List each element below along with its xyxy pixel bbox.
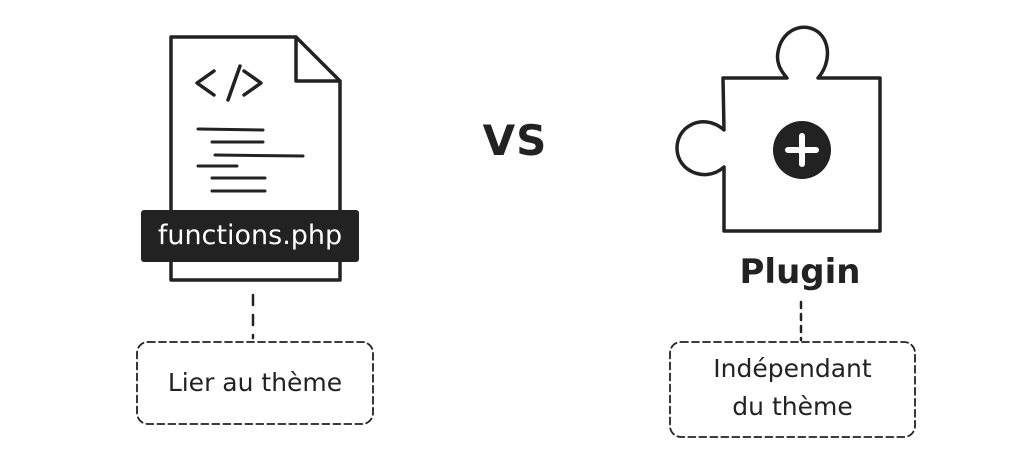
filename-label: functions.php [141, 210, 359, 262]
file-fold [294, 35, 342, 83]
note-box-right [669, 341, 916, 438]
plugin-title: Plugin [739, 252, 861, 292]
code-lines-icon [196, 127, 305, 193]
note-right-line1: Indépendant [713, 354, 872, 383]
code-icon [195, 64, 263, 102]
puzzle-piece-icon [675, 25, 882, 233]
note-left: Lier au thème [167, 368, 343, 397]
note-right: Indépendant du thème [670, 350, 915, 426]
note-right-line2: du thème [732, 392, 853, 421]
versus-label: VS [482, 116, 548, 165]
